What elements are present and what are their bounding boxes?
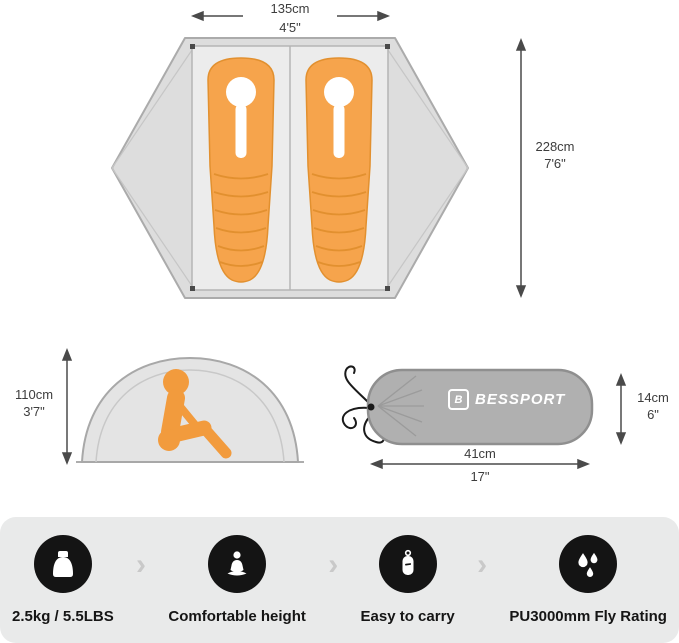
person-silhouette <box>158 369 232 459</box>
tent-dome <box>80 356 300 463</box>
water-drops-icon <box>578 552 598 577</box>
bag-length-imperial-label: 17" <box>470 469 490 484</box>
brand-mark-icon: B <box>448 389 469 410</box>
bag-brand-logo: B BESSPORT <box>448 389 565 410</box>
brand-name: BESSPORT <box>475 391 566 408</box>
tent-top-view <box>111 37 469 299</box>
bag-height-metric-label: 14cm <box>637 390 669 405</box>
bag-height-imperial-label: 6" <box>647 407 659 422</box>
feature-icon-circle <box>559 535 618 593</box>
chevron-right-icon: › <box>136 548 147 581</box>
feature-weight: 2.5kg / 5.5LBS <box>12 535 114 625</box>
feature-label: PU3000mm Fly Rating <box>509 608 667 625</box>
tent-width-imperial-label: 4'5" <box>279 20 301 35</box>
feature-icon-circle <box>33 535 92 593</box>
chevron-right-icon: › <box>328 548 339 581</box>
tent-length-metric-label: 228cm <box>535 139 575 154</box>
tent-width-metric-label: 135cm <box>270 1 310 16</box>
carry-bag-icon <box>402 549 414 575</box>
sleeping-bag-left <box>207 57 275 283</box>
feature-label: Easy to carry <box>360 608 455 625</box>
weight-icon <box>52 551 73 577</box>
feature-icon-circle <box>208 535 267 593</box>
carry-bag-graphic <box>341 365 594 446</box>
tent-side-view <box>76 356 304 463</box>
feature-waterproof: PU3000mm Fly Rating <box>509 535 667 625</box>
tent-length-imperial-label: 7'6" <box>544 156 566 171</box>
feature-carry: Easy to carry <box>361 535 455 625</box>
tent-height-imperial-label: 3'7" <box>23 404 45 419</box>
feature-label: 2.5kg / 5.5LBS <box>12 608 114 625</box>
feature-height: Comfortable height <box>168 535 306 625</box>
feature-icon-circle <box>378 535 437 593</box>
person-sitting-icon <box>227 551 247 576</box>
feature-label: Comfortable height <box>168 608 306 625</box>
sleeping-bag-right <box>305 57 373 283</box>
chevron-right-icon: › <box>477 548 488 581</box>
features-bar: 2.5kg / 5.5LBS › Comfortable height › <box>0 517 679 643</box>
tent-height-metric-label: 110cm <box>14 387 54 402</box>
bag-length-metric-label: 41cm <box>464 446 496 461</box>
